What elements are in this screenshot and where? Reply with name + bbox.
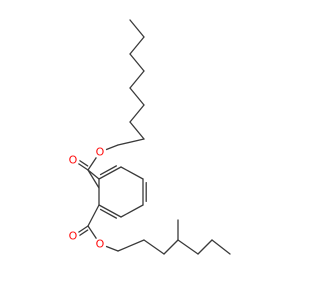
methyloctyl-bond xyxy=(197,239,213,255)
ring-bond-ab xyxy=(98,166,122,180)
nonyl-bond xyxy=(129,121,145,140)
carbonyl-oxygen-lower-background xyxy=(66,229,80,243)
ester-oxygen-lower: O xyxy=(96,238,105,251)
atom-label-layer: O O O O xyxy=(66,145,107,251)
methyloctyl-bond xyxy=(117,239,145,252)
nonyl-bond xyxy=(129,53,145,72)
carbonyl-ring-bond xyxy=(87,169,100,180)
carbonyl-oxygen-upper: O xyxy=(69,154,78,167)
ester-oxygen-upper: O xyxy=(96,146,105,159)
ring-bond-bc xyxy=(120,166,144,180)
nonyl-bond xyxy=(117,138,145,146)
nonyl-bond xyxy=(129,70,145,89)
carbonyl-oxygen-upper-background xyxy=(66,153,80,167)
methyloctyl-bond xyxy=(211,239,231,255)
ester-oxygen-lower-background xyxy=(93,237,107,251)
carbonyl-oxygen-lower: O xyxy=(69,230,78,243)
carbonyl-ring-lower-bond xyxy=(87,204,100,227)
ring-bond-ef-inner xyxy=(99,208,118,219)
nonyl-bond xyxy=(129,19,145,38)
nonyl-bond xyxy=(129,87,145,106)
ester-oxygen-upper-background xyxy=(93,145,107,159)
nonyl-bond xyxy=(129,36,145,55)
molecule-structure: O O O O xyxy=(66,19,231,255)
nonyl-bond xyxy=(129,104,145,123)
methyloctyl-bond xyxy=(177,239,199,255)
methyloctyl-bond xyxy=(143,239,165,255)
ring-bond-de xyxy=(120,204,144,218)
carbonyl-ring-upper-bond xyxy=(87,169,100,189)
ring-bond-ef xyxy=(98,204,122,218)
ring-bond-ab-inner xyxy=(99,165,118,176)
methyloctyl-bond xyxy=(163,239,179,255)
bond-layer xyxy=(72,19,231,255)
